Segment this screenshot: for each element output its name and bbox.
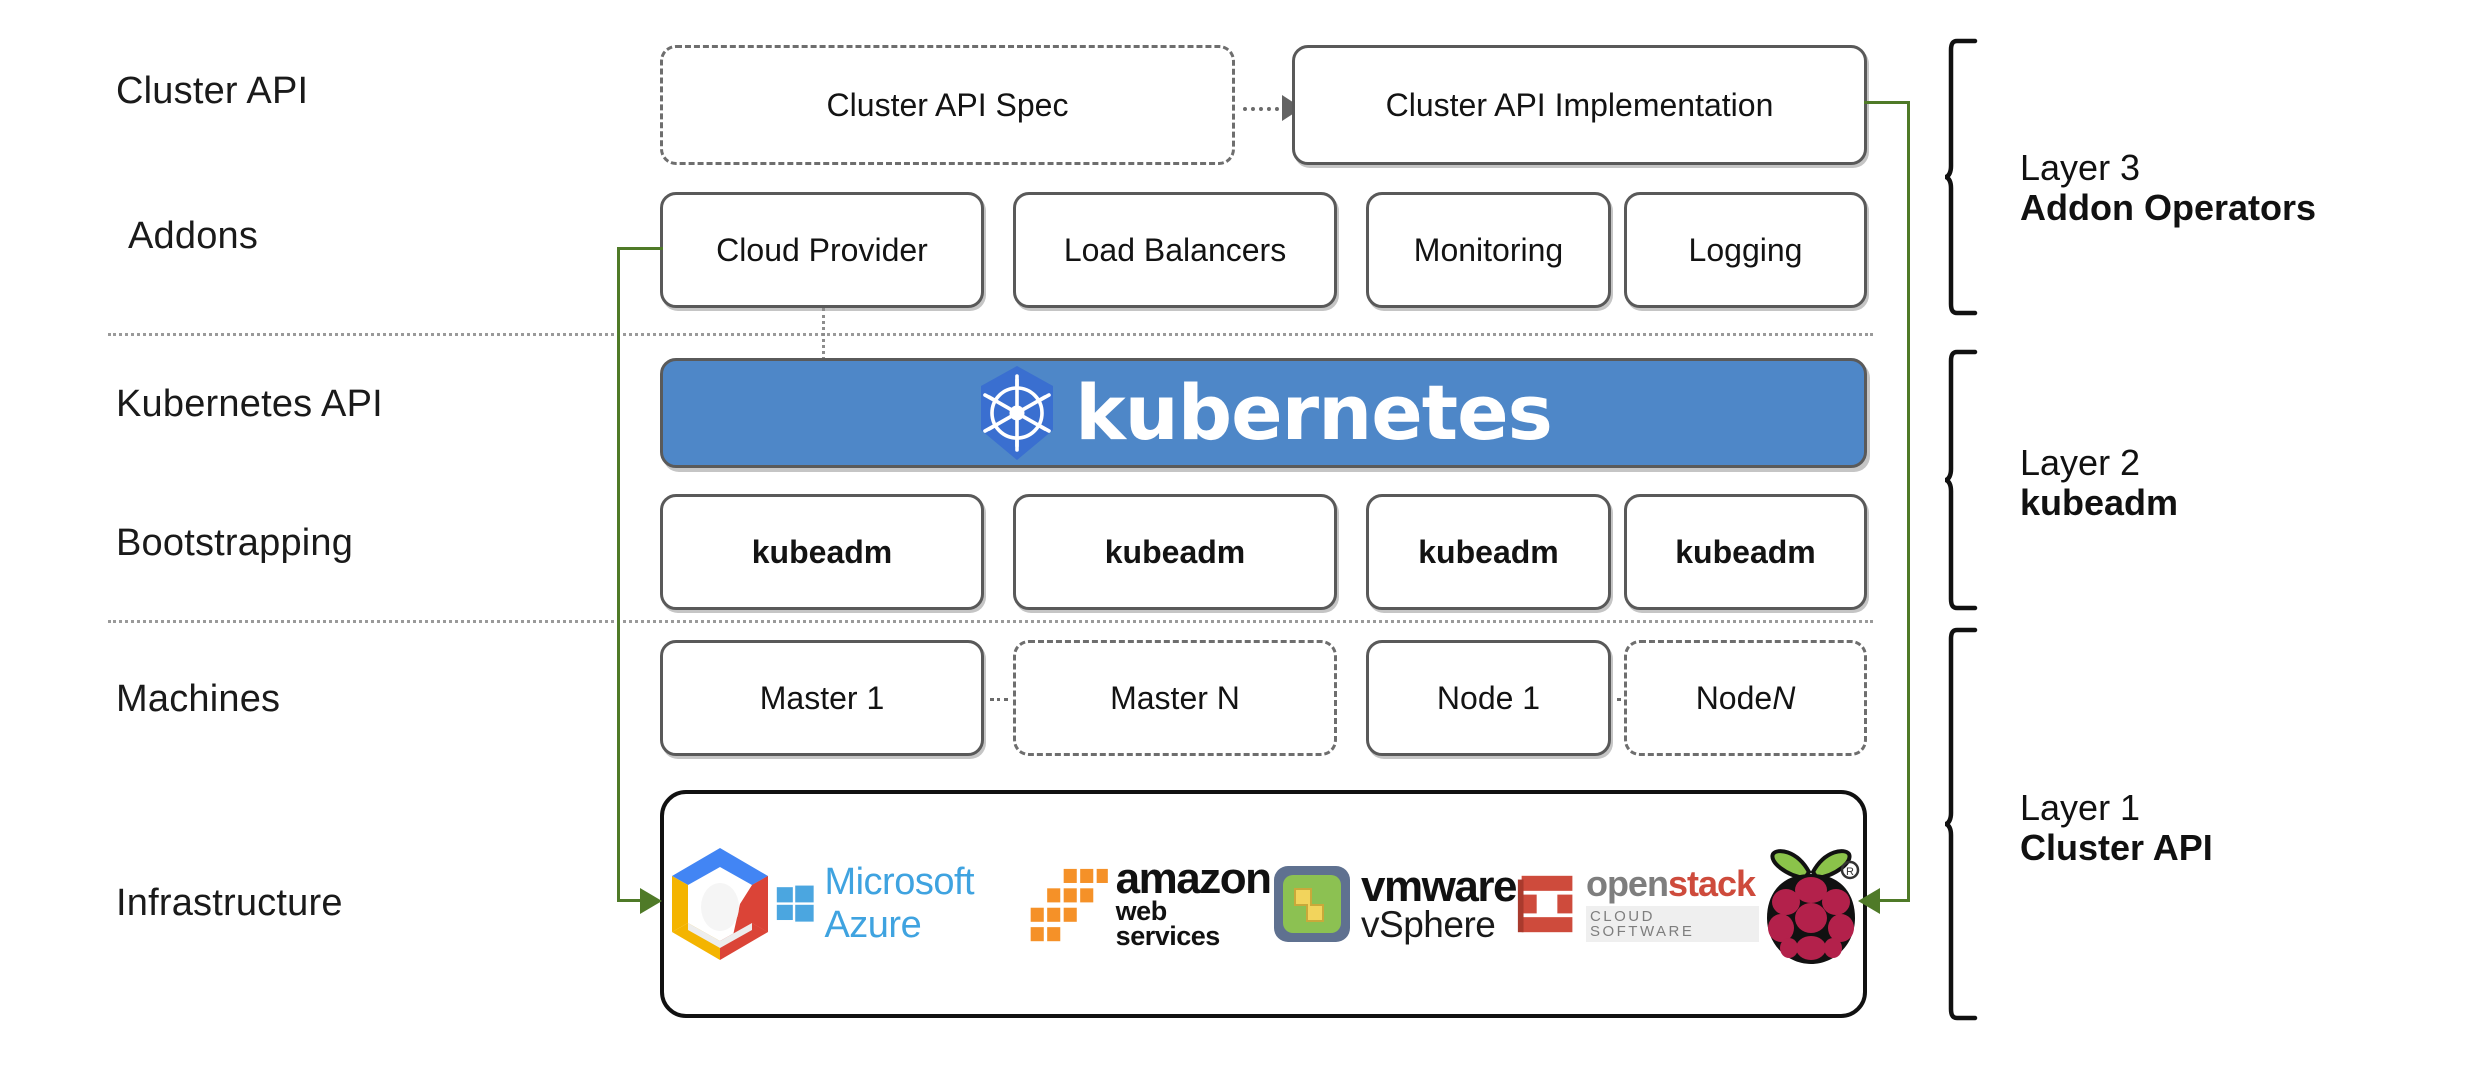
infrastructure-container[interactable]: Microsoft Azure amazon web services xyxy=(660,790,1867,1018)
node-cloud-provider[interactable]: Cloud Provider xyxy=(660,192,984,308)
openstack-wordmark-open: open xyxy=(1585,863,1669,904)
brace-layer-2 xyxy=(1943,349,1985,616)
spec-to-impl-connector xyxy=(1243,107,1295,111)
green-connector-right-top xyxy=(1864,101,1910,104)
node-label: kubeadm xyxy=(751,533,893,570)
vmware-wordmark-bottom: vSphere xyxy=(1361,904,1496,946)
master1-to-masterN-connector xyxy=(990,698,1008,701)
green-connector-right-bottom xyxy=(1880,899,1910,902)
node-label: Cloud Provider xyxy=(716,231,928,268)
azure-wordmark: Microsoft Azure xyxy=(824,861,975,946)
row-label-cluster-api: Cluster API xyxy=(116,70,309,112)
cloud-provider-to-kubernetes-connector xyxy=(822,308,825,360)
layer-label-1: Layer 1 Cluster API xyxy=(2020,787,2213,869)
aws-wordmark-top: amazon xyxy=(1115,853,1272,903)
kubernetes-helm-icon xyxy=(975,364,1059,462)
separator-layer3-layer2 xyxy=(108,333,1873,336)
layer-1-subtitle: Cluster API xyxy=(2020,827,2213,869)
raspberry-pi-logo: R xyxy=(1759,840,1863,968)
row-label-addons: Addons xyxy=(128,215,259,257)
node-label: Cluster API Implementation xyxy=(1385,86,1774,123)
google-cloud-platform-icon xyxy=(664,844,776,964)
separator-layer2-layer1 xyxy=(108,620,1873,623)
node-label: Master N xyxy=(1110,679,1240,716)
svg-text:R: R xyxy=(1846,866,1854,878)
node-cluster-api-implementation[interactable]: Cluster API Implementation xyxy=(1292,45,1867,165)
node-node-n[interactable]: Node N xyxy=(1624,640,1867,756)
node-label: Load Balancers xyxy=(1063,231,1287,268)
layer-2-title: Layer 2 xyxy=(2020,442,2141,483)
node-master-1[interactable]: Master 1 xyxy=(660,640,984,756)
layer-3-title: Layer 3 xyxy=(2020,147,2141,188)
row-label-kubernetes-api: Kubernetes API xyxy=(116,383,383,425)
vmware-wordmark-top: vmware xyxy=(1361,861,1517,911)
node-label: kubeadm xyxy=(1675,533,1816,570)
node-master-n[interactable]: Master N xyxy=(1013,640,1337,756)
microsoft-azure-logo: Microsoft Azure xyxy=(776,861,1028,947)
brace-layer-3 xyxy=(1943,38,1985,321)
aws-wordmark-bottom: web services xyxy=(1115,896,1221,952)
node-label: Monitoring xyxy=(1413,231,1564,268)
row-label-infrastructure: Infrastructure xyxy=(116,882,343,924)
layer-1-title: Layer 1 xyxy=(2020,787,2141,828)
openstack-tagline: CLOUD SOFTWARE xyxy=(1585,906,1759,942)
layer-3-subtitle: Addon Operators xyxy=(2020,187,2317,229)
green-connector-right-vertical xyxy=(1907,101,1910,902)
node-label: Cluster API Spec xyxy=(826,86,1069,123)
node-label: Master 1 xyxy=(759,679,885,716)
openstack-wordmark-stack: stack xyxy=(1667,863,1756,904)
node-label-italic: N xyxy=(1772,679,1796,716)
row-label-machines: Machines xyxy=(116,678,281,720)
green-arrowhead-left xyxy=(640,888,662,914)
node-cluster-api-spec[interactable]: Cluster API Spec xyxy=(660,45,1235,165)
node-label: Logging xyxy=(1688,231,1803,268)
green-connector-left-bottom xyxy=(617,899,647,902)
node-label: kubeadm xyxy=(1104,533,1246,570)
node-logging[interactable]: Logging xyxy=(1624,192,1867,308)
brace-layer-1 xyxy=(1943,627,1985,1026)
layer-2-subtitle: kubeadm xyxy=(2020,482,2179,524)
green-arrowhead-right xyxy=(1858,888,1880,914)
node-label: Node 1 xyxy=(1436,679,1541,716)
node-kubeadm-1[interactable]: kubeadm xyxy=(660,494,984,610)
row-label-bootstrapping: Bootstrapping xyxy=(116,522,354,564)
layer-label-2: Layer 2 kubeadm xyxy=(2020,442,2179,524)
green-connector-left-vertical xyxy=(617,247,620,902)
layer-label-3: Layer 3 Addon Operators xyxy=(2020,147,2317,229)
kubernetes-banner[interactable]: kubernetes xyxy=(660,358,1867,468)
vmware-vsphere-logo: vmware vSphere xyxy=(1273,861,1517,946)
node-kubeadm-2[interactable]: kubeadm xyxy=(1013,494,1337,610)
node-monitoring[interactable]: Monitoring xyxy=(1366,192,1611,308)
node-kubeadm-3[interactable]: kubeadm xyxy=(1366,494,1611,610)
node-load-balancers[interactable]: Load Balancers xyxy=(1013,192,1337,308)
node-label: kubeadm xyxy=(1418,533,1559,570)
amazon-web-services-logo: amazon web services xyxy=(1028,853,1273,952)
kubernetes-wordmark: kubernetes xyxy=(1075,368,1553,457)
node-node-1[interactable]: Node 1 xyxy=(1366,640,1611,756)
node-label: Node xyxy=(1695,679,1773,716)
node-kubeadm-4[interactable]: kubeadm xyxy=(1624,494,1867,610)
openstack-logo: openstack CLOUD SOFTWARE xyxy=(1516,866,1759,942)
green-connector-left-top xyxy=(617,247,663,250)
